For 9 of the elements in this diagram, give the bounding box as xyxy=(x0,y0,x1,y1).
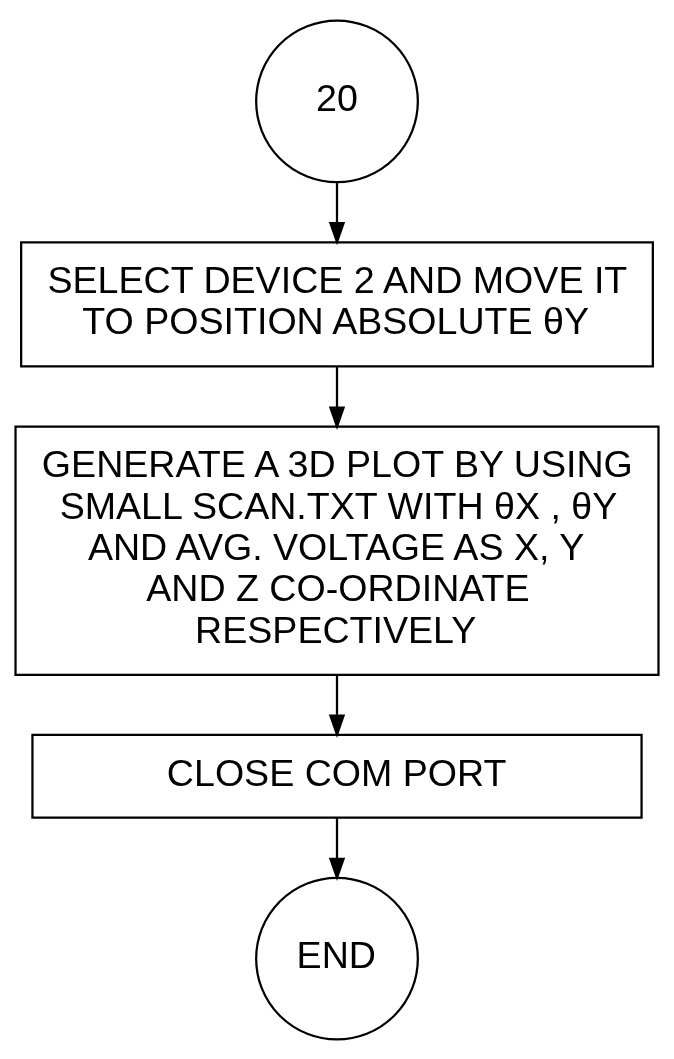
arrow xyxy=(328,817,346,881)
arrow xyxy=(328,182,346,245)
node-circle: 20 xyxy=(255,18,419,183)
arrow xyxy=(328,366,346,430)
node-box: GENERATE A 3D PLOT BY USING SMALL SCAN.TXT WITH θX , θY AND AVG. VOLTAGE AS X, Y AND Z CO-ORDINATE RESPECTIVELY xyxy=(14,424,660,676)
node-box: CLOSE COM PORT xyxy=(31,733,643,819)
arrow xyxy=(328,674,346,738)
node-box: SELECT DEVICE 2 AND MOVE IT TO POSITION ABSOLUTE θY xyxy=(20,240,654,368)
node-circle: END xyxy=(255,876,419,1041)
